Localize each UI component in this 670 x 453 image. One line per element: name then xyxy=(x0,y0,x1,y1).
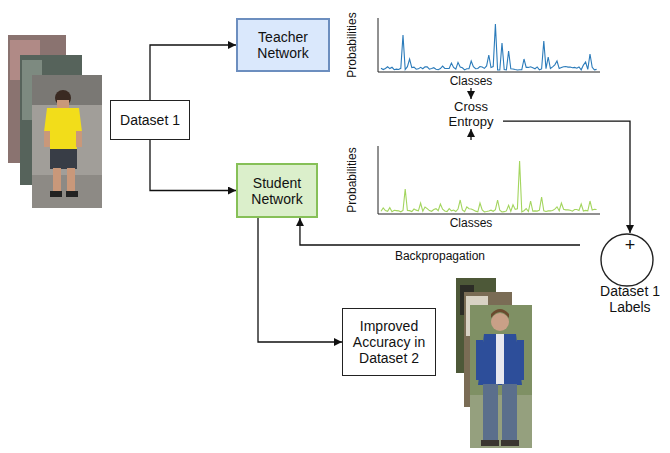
axis-title: Probabilities xyxy=(345,12,359,77)
person-arm xyxy=(517,340,524,380)
labels-text: Dataset 1 Labels xyxy=(595,283,665,315)
x-axis xyxy=(378,214,600,215)
image-front xyxy=(32,75,102,208)
node-text: Student Network xyxy=(243,175,311,207)
person-image-stack xyxy=(8,35,102,208)
image-middle xyxy=(20,55,82,185)
person-arm xyxy=(476,340,483,380)
node-text: Dataset 1 xyxy=(120,112,180,128)
person-shoe xyxy=(50,191,62,197)
connector-arrow xyxy=(150,45,236,100)
result-box: Improved Accuracy in Dataset 2 xyxy=(342,308,436,376)
person-shoe xyxy=(481,440,499,446)
person-leg xyxy=(53,168,61,192)
probability-line xyxy=(381,161,597,212)
axis-label: Classes xyxy=(340,74,602,88)
connector-arrow xyxy=(258,218,342,342)
node-text: Teacher Network xyxy=(243,29,323,61)
connector-arrow xyxy=(503,121,630,233)
connector-arrow xyxy=(150,140,236,191)
connector-arrow xyxy=(470,129,471,140)
circle-outline xyxy=(601,234,653,286)
person-neck xyxy=(57,100,69,108)
student-chart-axes xyxy=(378,146,600,214)
y-axis xyxy=(378,146,379,214)
connector-arrow xyxy=(470,88,471,99)
x-axis xyxy=(378,72,600,73)
person-hair xyxy=(491,309,509,318)
person-leg xyxy=(502,384,517,442)
person-arm xyxy=(44,131,50,147)
connector-arrow xyxy=(300,218,580,245)
axis-title: Probabilities xyxy=(345,147,359,212)
person-shirt xyxy=(44,108,82,150)
network-box: Teacher Network xyxy=(236,18,330,72)
jacket-stripe xyxy=(496,334,504,384)
probability-plots xyxy=(381,24,597,212)
person-leg xyxy=(483,384,498,442)
image-detail xyxy=(470,395,532,448)
network-box: Student Network xyxy=(236,163,318,218)
node-text: Dataset 1 Labels xyxy=(595,283,665,315)
probability-line xyxy=(381,24,597,70)
axis-label: Classes xyxy=(340,216,602,230)
node-text: Cross Entropy xyxy=(439,99,503,129)
person-leg xyxy=(67,168,75,192)
person-shoe xyxy=(501,440,519,446)
person-head xyxy=(491,313,509,331)
person-arm xyxy=(76,131,82,147)
dataset-box: Dataset 1 xyxy=(110,100,190,140)
loss-label: Cross Entropy xyxy=(439,99,503,129)
edge-label: Backpropagation xyxy=(393,249,487,263)
image-front xyxy=(470,305,532,448)
person-jacket xyxy=(478,334,522,385)
sum-circle: + xyxy=(580,233,670,257)
person-image-stack xyxy=(456,278,532,448)
person-shoe xyxy=(66,191,78,197)
teacher-chart-axes xyxy=(378,18,600,72)
node-text: Improved Accuracy in Dataset 2 xyxy=(348,318,430,366)
person-shorts xyxy=(50,149,77,169)
node-text: + xyxy=(625,236,636,254)
chart-panel: ProbabilitiesClasses xyxy=(340,4,602,88)
chart-panel: ProbabilitiesClasses xyxy=(340,140,602,232)
y-axis xyxy=(378,18,379,72)
